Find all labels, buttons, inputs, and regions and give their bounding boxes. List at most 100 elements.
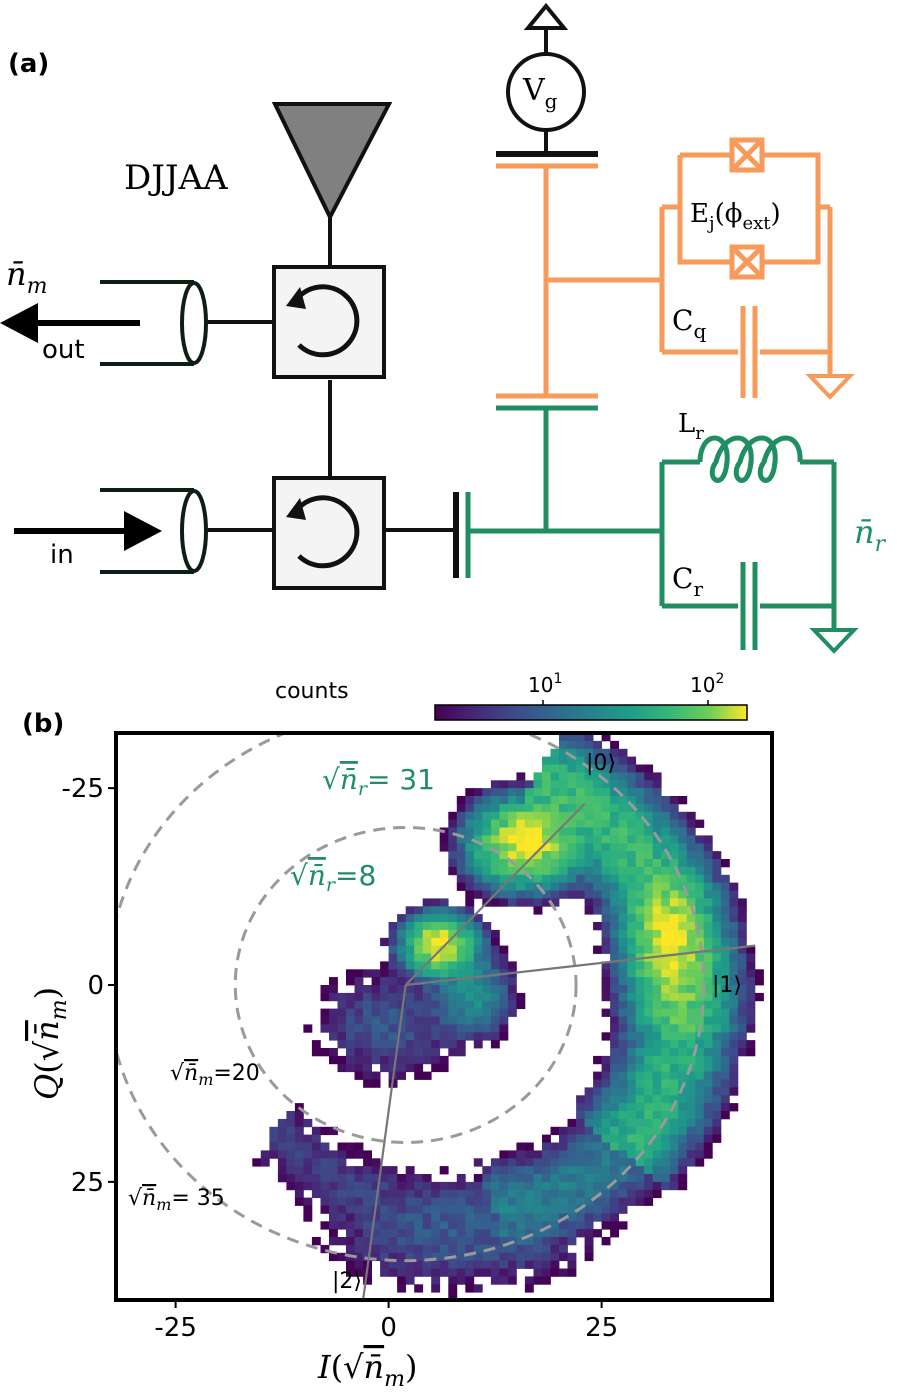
- heatmap-cell: [311, 1181, 321, 1191]
- heatmap-cell: [405, 1221, 415, 1230]
- x-tick-label: -25: [154, 1313, 196, 1343]
- heatmap-cell: [397, 1252, 406, 1262]
- heatmap-cell: [601, 1126, 611, 1136]
- heatmap-cell: [482, 1181, 492, 1191]
- heatmap-cell: [618, 811, 628, 821]
- heatmap-cell: [686, 977, 696, 986]
- heatmap-cell: [431, 1055, 441, 1065]
- heatmap-cell: [482, 1174, 492, 1183]
- heatmap-cell: [695, 1008, 705, 1017]
- heatmap-cell: [397, 1071, 406, 1080]
- heatmap-cell: [465, 811, 475, 821]
- heatmap-cell: [456, 977, 466, 986]
- heatmap-cell: [695, 914, 705, 923]
- heatmap-cell: [618, 1071, 628, 1080]
- heatmap-cell: [627, 866, 637, 876]
- heatmap-cell: [473, 1181, 483, 1191]
- heatmap-cell: [422, 922, 432, 931]
- heatmap-cell: [635, 1166, 645, 1175]
- heatmap-cell: [661, 953, 671, 962]
- heatmap-cell: [371, 1158, 381, 1167]
- heatmap-cell: [678, 843, 688, 852]
- heatmap-cell: [550, 1205, 560, 1214]
- heatmap-cell: [473, 1158, 483, 1167]
- heatmap-cell: [601, 985, 611, 994]
- heatmap-cell: [286, 1150, 296, 1159]
- heatmap-cell: [601, 1189, 611, 1199]
- heatmap-cell: [712, 914, 722, 923]
- heatmap-cell: [618, 866, 628, 876]
- heatmap-cell: [465, 1181, 475, 1191]
- heatmap-cell: [669, 796, 679, 805]
- heatmap-cell: [337, 1213, 347, 1222]
- heatmap-cell: [627, 1134, 637, 1143]
- heatmap-cell: [635, 969, 645, 978]
- heatmap-cell: [516, 788, 526, 797]
- heatmap-cell: [473, 851, 483, 860]
- heatmap-cell: [712, 1071, 722, 1080]
- y-tick-label: 25: [71, 1168, 104, 1198]
- heatmap-cell: [542, 851, 551, 860]
- heatmap-cell: [388, 1032, 398, 1041]
- heatmap-cell: [550, 1150, 560, 1159]
- heatmap-cell: [524, 843, 534, 852]
- heatmap-cell: [610, 819, 619, 828]
- heatmap-cell: [644, 1040, 654, 1049]
- heatmap-cell: [294, 1158, 304, 1167]
- state-axis-0: [404, 803, 586, 986]
- heatmap-cell: [482, 796, 492, 805]
- heatmap-cell: [507, 1008, 517, 1017]
- heatmap-cell: [490, 835, 500, 844]
- heatmap-cell: [669, 1000, 679, 1010]
- heatmap-cell: [695, 969, 705, 978]
- heatmap-cell: [507, 992, 517, 1002]
- heatmap-cell: [252, 1158, 262, 1167]
- heatmap-cell: [380, 1252, 389, 1262]
- heatmap-cell: [652, 890, 662, 899]
- heatmap-cell: [456, 811, 466, 821]
- heatmap-cell: [635, 827, 645, 836]
- heatmap-cell: [303, 1181, 313, 1191]
- heatmap-cell: [712, 977, 722, 986]
- heatmap-cell: [380, 969, 389, 978]
- heatmap-cell: [490, 1260, 500, 1269]
- heatmap-cell: [593, 898, 602, 907]
- heatmap-cell: [593, 1174, 602, 1183]
- heatmap-cell: [499, 1260, 509, 1269]
- heatmap-cell: [635, 882, 645, 891]
- heatmap-cell: [627, 851, 637, 860]
- heatmap-cell: [550, 803, 560, 813]
- heatmap-cell: [703, 1000, 713, 1010]
- heatmap-cell: [490, 1024, 500, 1033]
- heatmap-cell: [661, 835, 671, 844]
- heatmap-cell: [652, 1008, 662, 1017]
- heatmap-cell: [431, 937, 441, 947]
- heatmap-cell: [584, 906, 594, 915]
- heatmap-cell: [414, 992, 424, 1002]
- heatmap-cell: [550, 748, 560, 758]
- heatmap-cell: [499, 827, 509, 836]
- heatmap-cell: [456, 859, 466, 868]
- heatmap-cell: [439, 1181, 449, 1191]
- heatmap-cell: [431, 1237, 441, 1246]
- heatmap-cell: [618, 756, 628, 765]
- heatmap-cell: [618, 1158, 628, 1167]
- heatmap-cell: [388, 1024, 398, 1033]
- heatmap-cell: [669, 819, 679, 828]
- heatmap-cell: [601, 1071, 611, 1080]
- amplifier-label: DJJAA: [124, 158, 228, 198]
- heatmap-cell: [465, 851, 475, 860]
- heatmap-cell: [473, 961, 483, 970]
- heatmap-cell: [720, 969, 730, 978]
- heatmap-cell: [533, 1268, 543, 1277]
- heatmap-cell: [686, 827, 696, 836]
- heatmap-cell: [542, 1205, 551, 1214]
- heatmap-cell: [720, 906, 730, 915]
- heatmap-cell: [465, 1252, 475, 1262]
- heatmap-cell: [363, 1032, 372, 1041]
- heatmap-cell: [516, 1205, 526, 1214]
- heatmap-cell: [635, 898, 645, 907]
- heatmap-cell: [346, 1032, 355, 1041]
- heatmap-cell: [448, 1268, 458, 1277]
- heatmap-cell: [669, 811, 679, 821]
